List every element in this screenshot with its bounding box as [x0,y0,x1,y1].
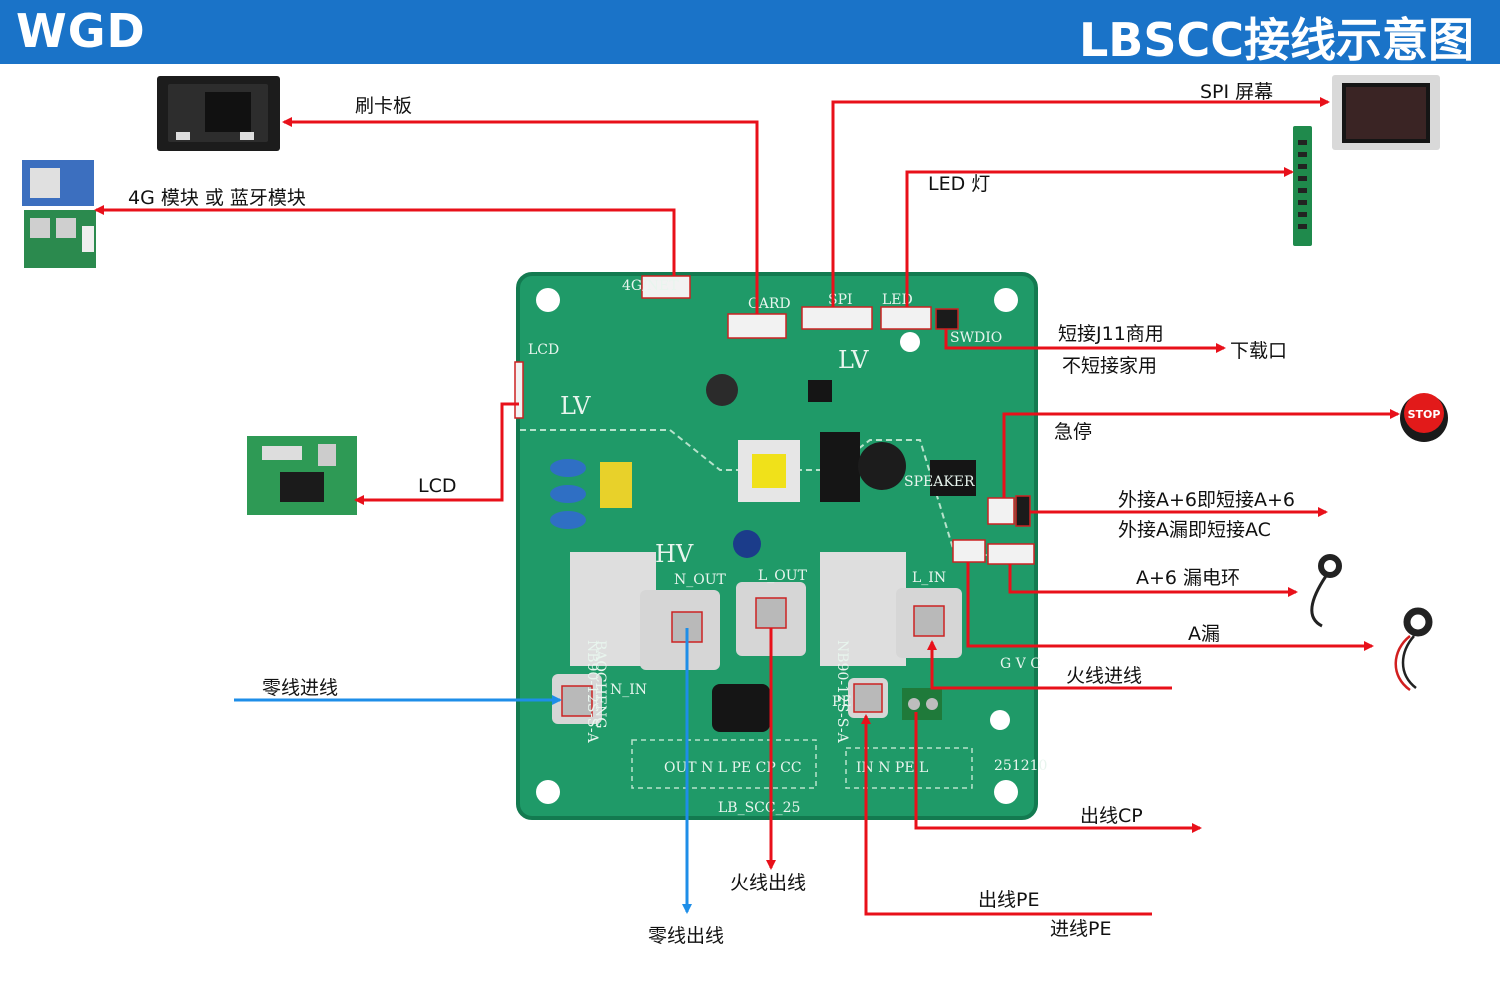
a6-leakage-ring-image [1310,554,1342,628]
silk-n-out: N_OUT [674,572,727,588]
header-bar: WGD LBSCC接线示意图 [0,0,1500,67]
arrow-card-board [282,117,759,314]
lcd-module-image [247,436,357,515]
stop-text: STOP [1408,408,1441,421]
pcb-board: LCD 4G/NET CARD SPI LED SWDIO SPEAKER LV… [514,272,1047,820]
arrow-led-light [905,167,1294,307]
silk-term-right: IN N PE L [856,760,928,776]
a-leakage-ring-image [1394,607,1433,692]
arrow-download-port [944,329,1226,353]
arrow-out-cp [914,712,1202,833]
arrow-spi-screen [831,97,1330,307]
silk-lv-right: LV [838,346,869,374]
silk-board-name: LB_SCC_25 [718,800,800,816]
arrow-lcd [354,402,519,505]
card-reader-board-image [157,76,280,151]
label-in-pe: 进线PE [1050,918,1111,940]
emergency-stop-button-image: STOP [1400,393,1448,442]
module-4g-bluetooth-image [22,160,96,268]
label-j11-short: 短接J11商用 [1058,323,1164,345]
arrow-pe [861,714,1152,916]
silk-card: CARD [748,296,791,312]
silk-hv: HV [655,540,694,568]
arrow-4g-module [94,205,676,276]
label-live-in: 火线进线 [1066,665,1142,687]
silk-n-in: N_IN [610,682,647,698]
brand-logo-text: WGD [16,4,146,58]
label-live-out: 火线出线 [730,872,806,894]
silk-relay1: NB90-12S-S-A [584,640,600,744]
arrow-a-leak [966,562,1374,651]
label-lcd: LCD [418,475,456,497]
silk-lcd: LCD [528,342,559,358]
spi-screen-image [1332,75,1440,150]
silk-term-left: OUT N L PE CP CC [664,760,802,776]
silk-led: LED [882,292,913,308]
diagram-title: LBSCC接线示意图 [1078,13,1474,67]
label-a6-ring: A+6 漏电环 [1136,567,1240,589]
label-led-light: LED 灯 [928,173,990,195]
led-light-bar-image [1293,126,1312,246]
silk-relay2: NB90-12S-S-A [834,640,850,744]
arrow-estop [1002,409,1400,498]
silk-relay-brand: BAOCHENG [592,640,608,728]
label-card-board: 刷卡板 [355,95,412,117]
silk-swdio: SWDIO [950,330,1002,346]
label-ext-a-leak: 外接A漏即短接AC [1118,519,1271,541]
silk-speaker: SPEAKER [904,474,975,490]
label-4g-module: 4G 模块 或 蓝牙模块 [128,187,306,209]
label-a-leak: A漏 [1188,623,1220,645]
silk-pe: PE [832,694,852,710]
arrow-a6-ring [1008,564,1298,597]
silk-lv-left: LV [560,392,591,420]
silk-gvc: G V C [1000,656,1041,672]
arrows [94,97,1400,916]
label-out-cp: 出线CP [1080,805,1143,827]
label-j11-open: 不短接家用 [1062,355,1157,377]
label-download-port: 下载口 [1230,340,1287,362]
label-spi-screen: SPI 屏幕 [1200,81,1273,103]
label-out-pe: 出线PE [978,889,1039,911]
label-neutral-in: 零线进线 [262,677,338,699]
label-neutral-out: 零线出线 [648,925,724,947]
silk-l-out: L_OUT [758,568,808,584]
label-estop: 急停 [1054,421,1092,443]
label-ext-a6: 外接A+6即短接A+6 [1118,489,1295,511]
silk-date: 251210 [994,758,1047,774]
arrow-live-in [927,640,1172,690]
silk-l-in: L_IN [912,570,946,586]
silk-net: 4G/NET [622,278,679,294]
